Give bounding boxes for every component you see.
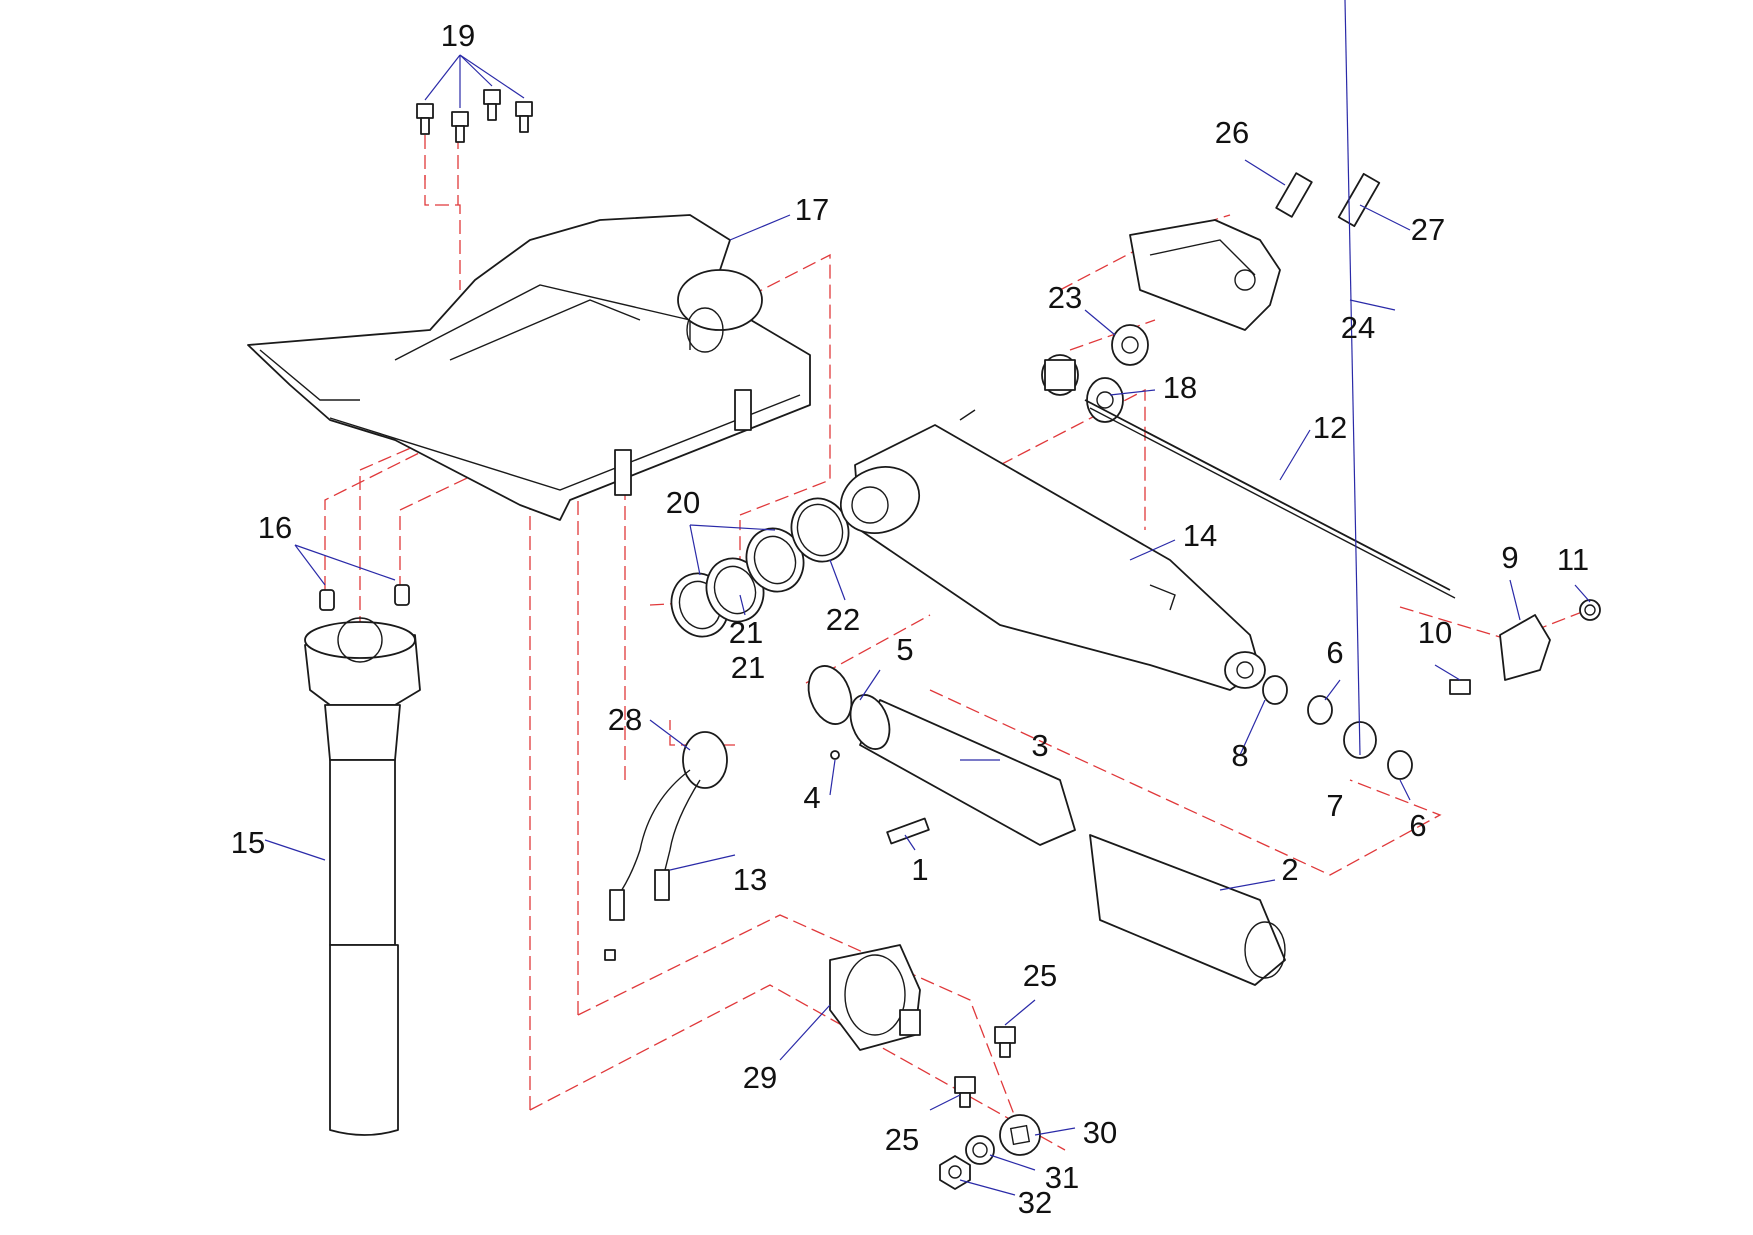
cable-parts-13-28	[604, 731, 728, 961]
spring-washer-parts-6-7-8	[1262, 675, 1413, 780]
callout-9: 9	[1501, 540, 1518, 575]
callout-17: 17	[795, 192, 829, 227]
callout-16: 16	[258, 510, 292, 545]
rings-parts-20-21-22	[670, 497, 850, 638]
pivot-part-29	[829, 944, 921, 1051]
callout-4: 4	[803, 780, 820, 815]
callout-labels: 1 2 3 4 5 6 6 7 8 9 10 11 12 13 14 15 16…	[231, 18, 1589, 1220]
callout-5: 5	[896, 632, 913, 667]
callout-23: 23	[1048, 280, 1082, 315]
callout-28: 28	[608, 702, 642, 737]
callout-22: 22	[826, 602, 860, 637]
callout-25b: 25	[885, 1122, 919, 1157]
pivot-hardware-parts-25-30-31-32	[939, 1026, 1041, 1190]
callout-21a: 21	[729, 615, 763, 650]
callout-6b: 6	[1409, 808, 1426, 843]
callout-20: 20	[666, 485, 700, 520]
callout-25a: 25	[1023, 958, 1057, 993]
steering-shaft-part-15	[304, 617, 421, 1136]
callout-14: 14	[1183, 518, 1217, 553]
callout-1: 1	[911, 852, 928, 887]
lock-parts-9-10-11	[1449, 599, 1601, 695]
callout-18: 18	[1163, 370, 1197, 405]
callout-6a: 6	[1326, 635, 1343, 670]
callout-31: 31	[1045, 1160, 1079, 1195]
upper-hardware-parts-18-23-24-26-27	[1041, 172, 1381, 423]
callout-2: 2	[1281, 852, 1298, 887]
callout-13: 13	[733, 862, 767, 897]
callout-29: 29	[743, 1060, 777, 1095]
callout-32: 32	[1018, 1185, 1052, 1220]
leader-lines	[264, 0, 1591, 1196]
steering-bracket-part-17	[247, 214, 811, 521]
dowels-part-16	[319, 584, 410, 611]
callout-10: 10	[1418, 615, 1452, 650]
callout-30: 30	[1083, 1115, 1117, 1150]
grip-parts-1-2-3-4-5	[807, 665, 1286, 986]
callout-21b: 21	[731, 650, 765, 685]
callout-15: 15	[231, 825, 265, 860]
callout-11: 11	[1557, 542, 1589, 577]
callout-24: 24	[1341, 310, 1375, 345]
tiller-arm-part-14	[839, 409, 1266, 691]
callout-8: 8	[1231, 738, 1248, 773]
callout-3: 3	[1031, 728, 1048, 763]
callout-19: 19	[441, 18, 475, 53]
callout-27: 27	[1411, 212, 1445, 247]
rod-part-12	[1084, 399, 1456, 599]
callout-7: 7	[1326, 788, 1343, 823]
callout-26: 26	[1215, 115, 1249, 150]
callout-12: 12	[1313, 410, 1347, 445]
bolts-part-19	[416, 89, 533, 143]
